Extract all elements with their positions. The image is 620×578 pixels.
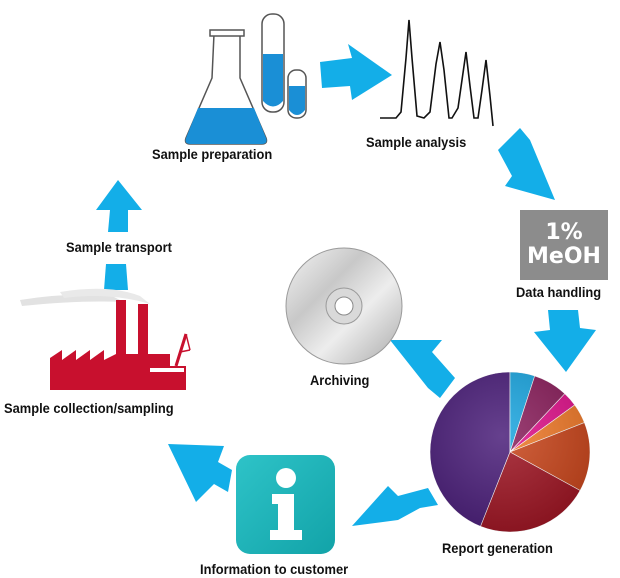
arrow-data-to-report <box>534 310 596 372</box>
label-sample-collection: Sample collection/sampling <box>4 400 174 416</box>
arrow-analysis-to-data <box>498 128 555 200</box>
label-report-generation: Report generation <box>442 540 553 556</box>
arrow-collection-to-transport <box>104 264 128 290</box>
label-sample-analysis: Sample analysis <box>366 134 467 150</box>
data-handling-tile: 1% MeOH <box>520 210 608 280</box>
arrow-report-to-info <box>352 486 438 526</box>
data-tile-line2: MeOH <box>527 244 601 269</box>
label-information-to-customer: Information to customer <box>200 561 349 577</box>
label-sample-transport: Sample transport <box>66 239 172 255</box>
arrow-info-to-collection <box>168 444 232 502</box>
pie-chart <box>429 371 591 533</box>
label-data-handling: Data handling <box>516 284 602 300</box>
info-icon <box>269 467 302 540</box>
chromatogram-icon <box>380 19 494 127</box>
arrow-transport-to-prep <box>96 180 142 232</box>
cd-disc-icon <box>285 247 403 365</box>
data-tile-line1: 1% <box>545 220 583 245</box>
information-tile <box>236 455 335 554</box>
label-sample-preparation: Sample preparation <box>152 146 273 162</box>
arrow-prep-to-analysis <box>320 44 392 100</box>
label-archiving: Archiving <box>310 372 370 388</box>
lab-glassware-icon <box>184 13 307 145</box>
factory-icon <box>20 288 191 390</box>
arrow-report-to-archiving <box>390 340 455 398</box>
